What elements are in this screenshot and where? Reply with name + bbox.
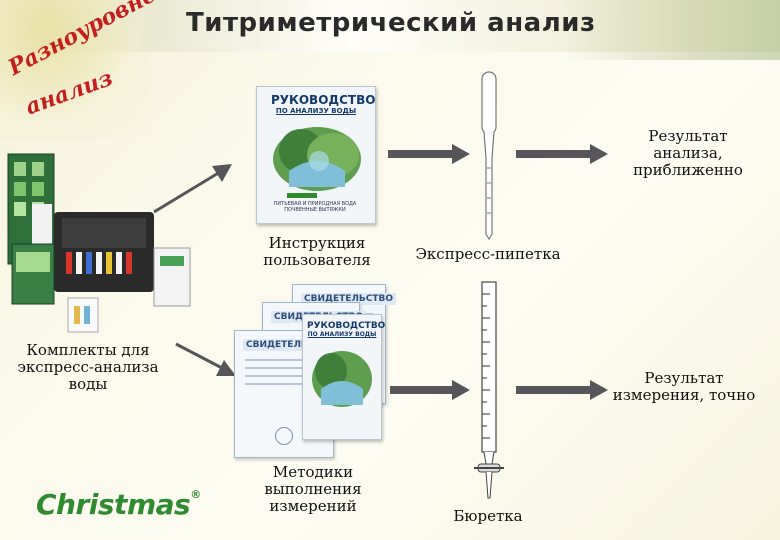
result-approx-label: Результат анализа, приближенно	[633, 127, 743, 179]
arrow-methods-to-burette-head	[452, 380, 470, 400]
arrow-manual-to-pipette	[388, 150, 454, 158]
arrow-methods-to-burette	[390, 386, 454, 394]
booklet-title: РУКОВОДСТВО ПО АНАЛИЗУ ВОДЫ	[271, 93, 376, 115]
methods-booklet: РУКОВОДСТВО ПО АНАЛИЗУ ВОДЫ	[302, 314, 386, 440]
arrow-manual-to-pipette-head	[452, 144, 470, 164]
methods-booklet-title-line1: РУКОВОДСТВО	[307, 321, 386, 331]
manual-label: Инструкция пользователя	[263, 234, 371, 269]
booklet-title-line2: ПО АНАЛИЗУ ВОДЫ	[275, 107, 357, 115]
manual-booklet: РУКОВОДСТВО ПО АНАЛИЗУ ВОДЫ ПИТЬЕВАЯ И П…	[256, 86, 376, 224]
logo-registered-mark: ®	[190, 488, 201, 501]
methods-booklet-art	[312, 351, 372, 407]
arrow-kits-to-methods	[172, 338, 242, 384]
booklet-brand-mark	[287, 193, 317, 198]
arrow-pipette-to-result-head	[590, 144, 608, 164]
pipette-label: Экспресс-пипетка	[415, 245, 561, 263]
methods-booklet-title: РУКОВОДСТВО ПО АНАЛИЗУ ВОДЫ	[307, 321, 386, 338]
methods-booklet-title-line2: ПО АНАЛИЗУ ВОДЫ	[307, 331, 377, 338]
arrow-kits-to-manual	[150, 160, 240, 224]
burette-image	[470, 280, 510, 504]
booklet-title-line1: РУКОВОДСТВО	[271, 93, 376, 107]
christmas-logo: Christmas®	[36, 488, 201, 521]
certificate-seal-icon	[275, 427, 293, 445]
arrow-burette-to-result	[516, 386, 592, 394]
result-exact-label: Результат измерения, точно	[612, 369, 756, 404]
arrow-pipette-to-result	[516, 150, 592, 158]
arrow-burette-to-result-head	[590, 380, 608, 400]
pipette-image	[474, 68, 504, 241]
methods-label: Методики выполнения измерений	[264, 463, 362, 515]
booklet-cover-art	[273, 127, 361, 191]
burette-label: Бюретка	[453, 507, 523, 525]
logo-text: Christmas	[36, 488, 191, 521]
corner-decoration	[0, 0, 150, 140]
booklet-subtitle: ПИТЬЕВАЯ И ПРИРОДНАЯ ВОДА ПОЧВЕННЫЕ ВЫТЯ…	[273, 201, 357, 213]
kits-label: Комплекты для экспресс-анализа воды	[17, 341, 159, 393]
slide-title: Титриметрический анализ	[186, 8, 596, 38]
kits-image	[4, 148, 194, 336]
corner-decoration-right	[560, 0, 780, 60]
